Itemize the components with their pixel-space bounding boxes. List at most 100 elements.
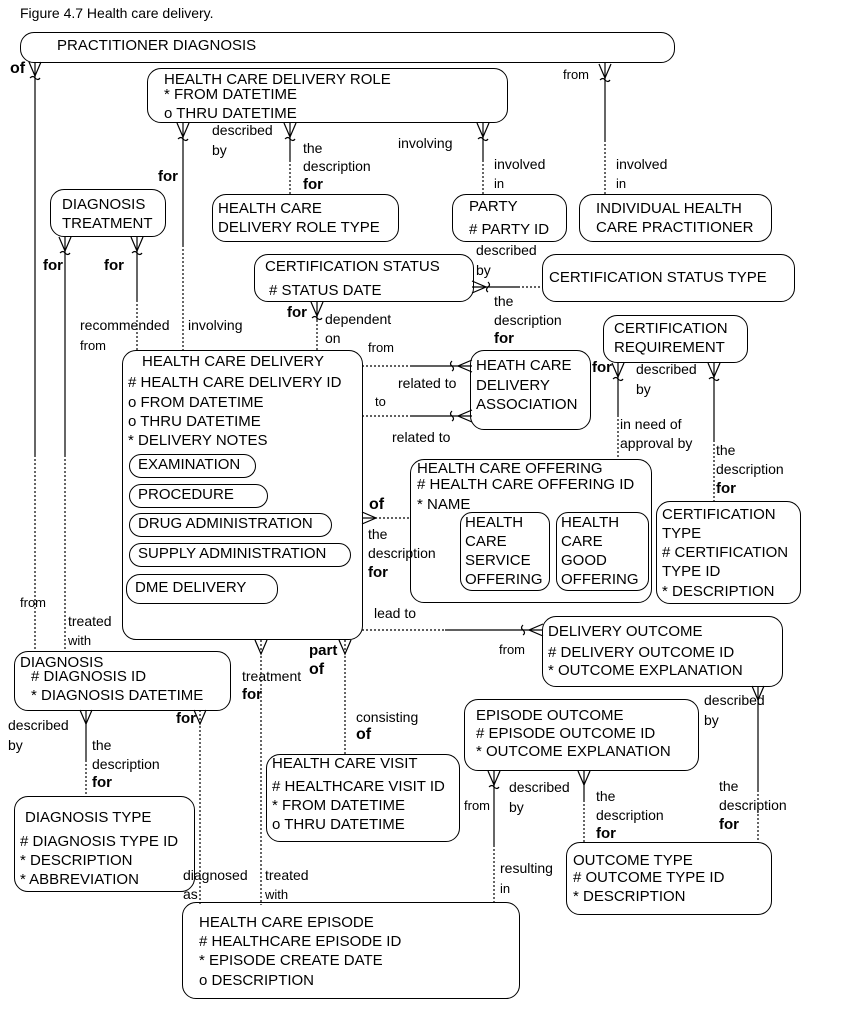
label-the: the [368, 526, 388, 542]
label-for: for [242, 686, 262, 703]
attribute: * DELIVERY NOTES [128, 432, 268, 449]
subtype-dme-delivery[interactable]: DME DELIVERY [126, 574, 278, 604]
label-related-to: related to [398, 375, 457, 391]
subtype-health-care-service-offering[interactable]: HEALTH CARE SERVICE OFFERING [460, 512, 550, 591]
entity-diagnosis-treatment[interactable]: DIAGNOSIS TREATMENT [50, 189, 166, 237]
attribute: # OUTCOME TYPE ID [573, 869, 725, 886]
attribute: * DESCRIPTION [20, 852, 133, 869]
attribute: * NAME [417, 496, 471, 513]
label-described: described [704, 692, 765, 708]
label-description: description [719, 797, 787, 813]
subtype-examination[interactable]: EXAMINATION [129, 454, 256, 478]
entity-title: OUTCOME TYPE [573, 852, 693, 869]
subtype-line: HEALTH [561, 514, 620, 531]
entity-certification-type[interactable]: CERTIFICATION TYPE # CERTIFICATION TYPE … [656, 501, 801, 604]
attribute: * FROM DATETIME [272, 797, 406, 814]
entity-title: EPISODE OUTCOME [476, 707, 624, 724]
label-the: the [92, 737, 112, 753]
entity-episode-outcome[interactable]: EPISODE OUTCOME # EPISODE OUTCOME ID * O… [464, 699, 699, 771]
subtype-line: SERVICE [465, 552, 531, 569]
label-description: description [92, 756, 160, 772]
label-involved: involved [494, 156, 546, 172]
label-for: for [716, 480, 736, 497]
attribute: # HEALTHCARE VISIT ID [272, 778, 445, 795]
subtype-drug-administration[interactable]: DRUG ADMINISTRATION [129, 513, 332, 537]
label-from: from [20, 595, 46, 610]
attribute: o THRU DATETIME [128, 413, 261, 430]
figure-caption: Figure 4.7 Health care delivery. [20, 5, 214, 21]
attribute: # PARTY ID [469, 221, 550, 238]
entity-delivery-outcome[interactable]: DELIVERY OUTCOME # DELIVERY OUTCOME ID *… [542, 616, 783, 687]
label-dependent: dependent [325, 311, 392, 327]
label-from: from [80, 338, 106, 353]
label-for: for [719, 816, 739, 833]
entity-title-line: DELIVERY ROLE TYPE [218, 219, 380, 236]
label-the: the [303, 140, 323, 156]
entity-line: # CERTIFICATION [662, 544, 789, 561]
entity-title: HEALTH CARE OFFERING [417, 460, 603, 477]
label-related-to: related to [392, 429, 451, 445]
attribute: # HEALTHCARE EPISODE ID [199, 933, 402, 950]
entity-title-line: DIAGNOSIS [62, 196, 146, 213]
entity-certification-status-type[interactable]: CERTIFICATION STATUS TYPE [542, 254, 795, 302]
label-description: description [368, 545, 436, 561]
label-from: from [563, 67, 589, 82]
entity-title-line: CARE PRACTITIONER [596, 219, 754, 236]
entity-title-line: DELIVERY [476, 377, 550, 394]
entity-title: HEALTH CARE VISIT [272, 755, 418, 772]
attribute: # STATUS DATE [269, 282, 382, 299]
label-described: described [212, 122, 273, 138]
label-for: for [176, 710, 196, 727]
entity-outcome-type[interactable]: OUTCOME TYPE # OUTCOME TYPE ID * DESCRIP… [566, 842, 772, 915]
entity-individual-health-care-practitioner[interactable]: INDIVIDUAL HEALTH CARE PRACTITIONER [579, 194, 772, 242]
label-by: by [509, 799, 524, 815]
entity-certification-requirement[interactable]: CERTIFICATION REQUIREMENT [603, 315, 748, 363]
attribute: # EPISODE OUTCOME ID [476, 725, 656, 742]
label-description: description [596, 807, 664, 823]
entity-health-care-offering[interactable]: HEALTH CARE OFFERING # HEALTH CARE OFFER… [410, 459, 652, 603]
label-from: from [464, 798, 490, 813]
subtype-line: HEALTH [465, 514, 524, 531]
attribute: # DIAGNOSIS TYPE ID [20, 833, 179, 850]
label-diagnosed: diagnosed [183, 867, 248, 883]
label-for: for [287, 304, 307, 321]
label-for: for [158, 168, 178, 185]
entity-practitioner-diagnosis[interactable]: PRACTITIONER DIAGNOSIS [20, 32, 675, 63]
label-in-need-of: in need of [620, 416, 682, 432]
entity-health-care-delivery-role-type[interactable]: HEALTH CARE DELIVERY ROLE TYPE [212, 194, 399, 242]
label-involving: involving [188, 317, 243, 333]
entity-certification-status[interactable]: CERTIFICATION STATUS # STATUS DATE [254, 254, 474, 302]
label-the: the [716, 442, 736, 458]
label-with: with [68, 633, 92, 648]
entity-line: TYPE [662, 525, 702, 542]
label-for: for [92, 774, 112, 791]
entity-title: DIAGNOSIS [20, 654, 104, 671]
entity-health-care-delivery-role[interactable]: HEALTH CARE DELIVERY ROLE * FROM DATETIM… [147, 68, 508, 123]
entity-line: CERTIFICATION [662, 506, 776, 523]
label-for: for [592, 359, 612, 376]
entity-diagnosis-type[interactable]: DIAGNOSIS TYPE # DIAGNOSIS TYPE ID * DES… [14, 796, 195, 892]
label-recommended: recommended [80, 317, 170, 333]
entity-party[interactable]: PARTY # PARTY ID [452, 194, 567, 242]
label-the: the [719, 778, 739, 794]
entity-line: TYPE ID [662, 563, 721, 580]
subtype-line: OFFERING [561, 571, 639, 588]
entity-health-care-visit[interactable]: HEALTH CARE VISIT # HEALTHCARE VISIT ID … [266, 754, 460, 842]
entity-health-care-episode[interactable]: HEALTH CARE EPISODE # HEALTHCARE EPISODE… [182, 902, 520, 999]
label-involved: involved [616, 156, 668, 172]
entity-title-line: HEALTH CARE [218, 200, 322, 217]
label-by: by [636, 381, 651, 397]
entity-health-care-delivery[interactable]: HEALTH CARE DELIVERY # HEALTH CARE DELIV… [122, 350, 363, 640]
label-for: for [303, 176, 323, 193]
attribute: * DESCRIPTION [573, 888, 686, 905]
subtype-health-care-good-offering[interactable]: HEALTH CARE GOOD OFFERING [556, 512, 649, 591]
label-described: described [509, 779, 570, 795]
label-to: to [375, 394, 386, 409]
label-description: description [494, 312, 562, 328]
entity-diagnosis[interactable]: DIAGNOSIS # DIAGNOSIS ID * DIAGNOSIS DAT… [14, 651, 231, 711]
subtype-supply-administration[interactable]: SUPPLY ADMINISTRATION [129, 543, 351, 567]
subtype-procedure[interactable]: PROCEDURE [129, 484, 268, 508]
subtype-line: GOOD [561, 552, 607, 569]
entity-health-care-delivery-association[interactable]: HEATH CARE DELIVERY ASSOCIATION [470, 350, 591, 430]
